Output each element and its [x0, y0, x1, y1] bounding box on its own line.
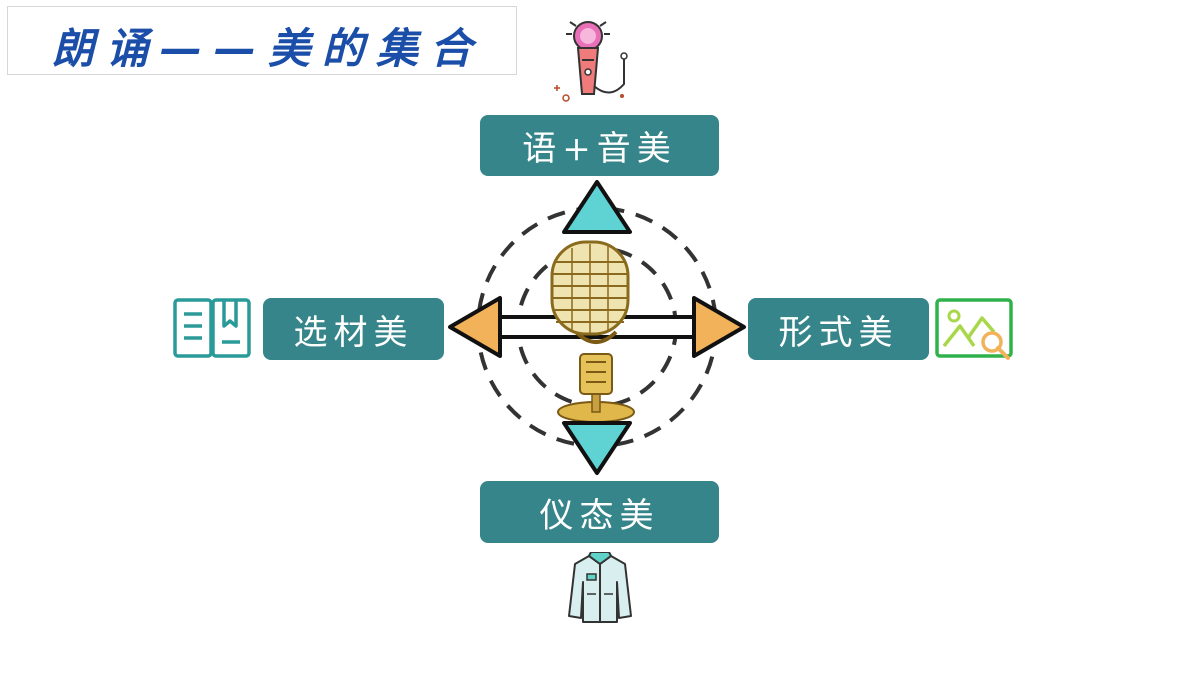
arrow-right [692, 296, 746, 358]
vintage-microphone-icon [550, 240, 635, 423]
page-title: 朗诵——美的集合 [52, 24, 485, 73]
microphone-icon [554, 21, 628, 102]
label-left-box: 选材美 [263, 298, 444, 360]
label-bottom-box: 仪态美 [480, 481, 719, 543]
label-top-box: 语+音美 [480, 115, 719, 176]
arrow-down [562, 421, 632, 475]
label-right-box: 形式美 [748, 298, 929, 360]
arrow-left [448, 296, 502, 358]
arrow-up [562, 180, 632, 234]
title-box: 朗诵——美的集合 [7, 6, 517, 75]
label-left-text: 选材美 [293, 312, 414, 353]
label-top-text: 语+音美 [522, 129, 677, 169]
book-icon [173, 298, 251, 358]
jacket-icon [568, 552, 632, 623]
label-bottom-text: 仪态美 [539, 495, 660, 536]
image-search-icon [935, 298, 1013, 360]
label-right-text: 形式美 [778, 312, 899, 353]
